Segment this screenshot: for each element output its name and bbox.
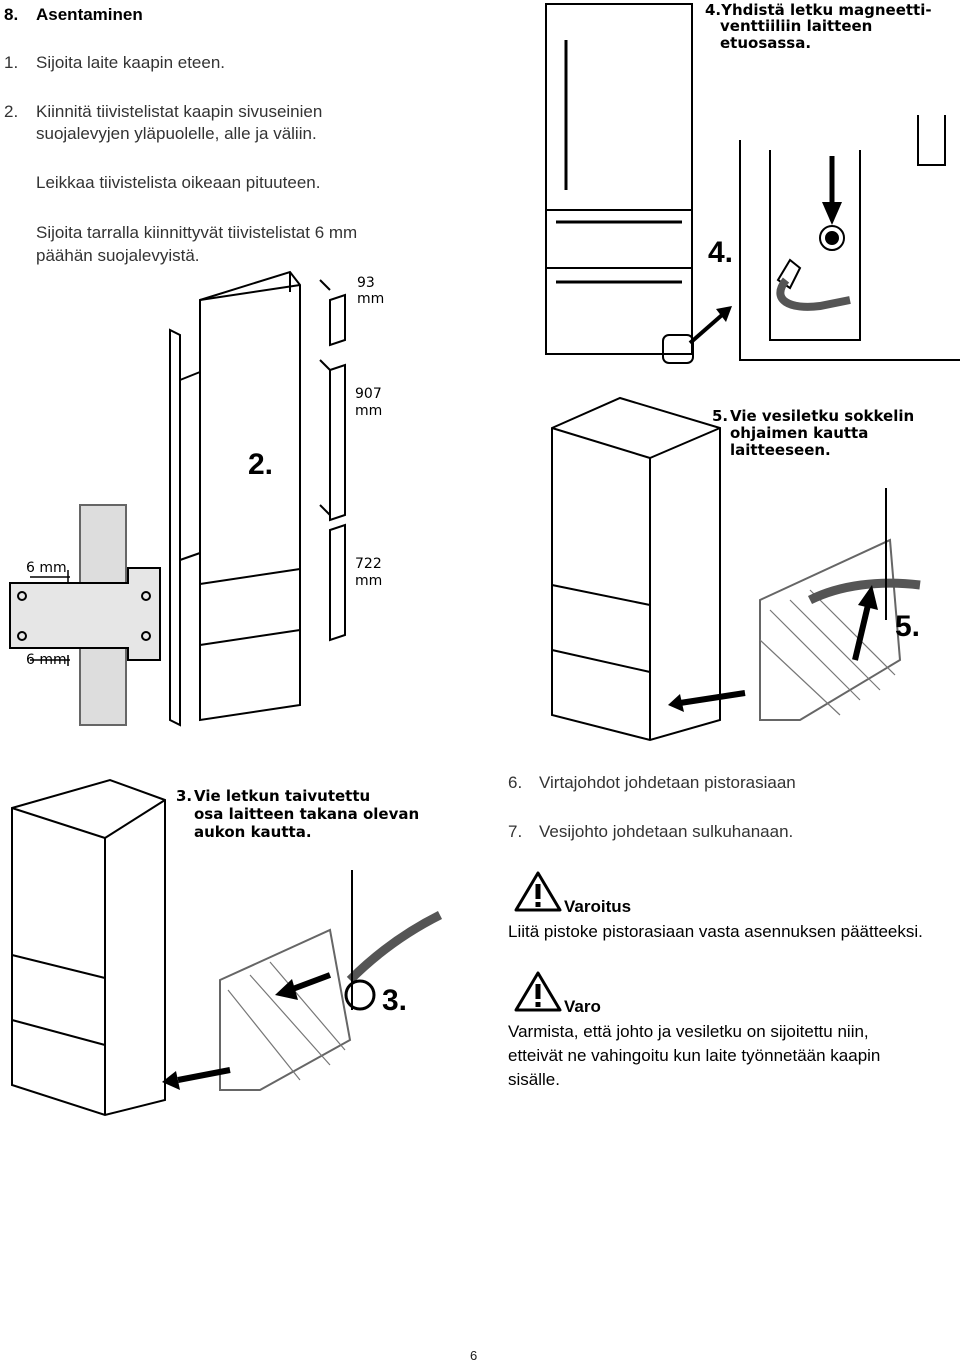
step-7-number: 7. xyxy=(508,822,523,841)
figure-step-5-caption-line2: ohjaimen kautta laitteeseen. xyxy=(730,424,869,459)
dim-722-unit: mm xyxy=(355,573,383,589)
caution-line1: Varmista, että johto ja vesiletku on sij… xyxy=(508,1022,869,1041)
step-7-text: Vesijohto johdetaan sulkuhanaan. xyxy=(539,822,794,841)
warning-text: Liitä pistoke pistorasiaan vasta asennuk… xyxy=(508,922,923,941)
step-2-text-line1: Kiinnitä tiivistelistat kaapin sivuseini… xyxy=(36,102,323,121)
dim-907-value: 907 xyxy=(355,386,382,402)
step-6-text: Virtajohdot johdetaan pistorasiaan xyxy=(539,773,796,792)
step-1-number: 1. xyxy=(4,53,19,72)
step-6-number: 6. xyxy=(508,773,523,792)
step-2-text-line2: suojalevyjen yläpuolelle, alle ja väliin… xyxy=(36,124,317,143)
dim-6mm-bottom: 6 mm xyxy=(26,652,67,668)
dim-6mm-top: 6 mm xyxy=(26,560,67,576)
dim-907-unit: mm xyxy=(355,403,383,419)
figure-step-5-caption-number: 5. xyxy=(712,407,729,425)
figure-step-4-caption-line1: 4.Yhdistä letku magneetti- xyxy=(705,1,932,19)
step-2-number: 2. xyxy=(4,102,19,121)
section-title: Asentaminen xyxy=(36,5,143,24)
dim-93-value: 93 xyxy=(357,275,375,291)
dim-93-unit: mm xyxy=(357,291,385,307)
caution-title: Varo xyxy=(564,997,601,1016)
step-2-note-line2: päähän suojalevyistä. xyxy=(36,246,200,265)
dim-722-value: 722 xyxy=(355,556,382,572)
warning-title: Varoitus xyxy=(564,897,632,916)
figure-step-3-caption-number: 3. xyxy=(176,787,193,805)
figure-step-2-label: 2. xyxy=(248,448,274,481)
figure-step-3-caption-line3: aukon kautta. xyxy=(194,823,312,841)
warning-triangle-icon xyxy=(514,871,562,912)
figure-step-5-caption-line1: Vie vesiletku sokkelin xyxy=(730,407,915,425)
figure-step-3-caption-line2: osa laitteen takana olevan xyxy=(194,805,420,823)
step-1-text: Sijoita laite kaapin eteen. xyxy=(36,53,226,72)
figure-step-3-caption-line1: Vie letkun taivutettu xyxy=(194,787,371,805)
figure-step-4-caption-line2: venttiiliin laitteen etuosassa. xyxy=(720,17,873,52)
figure-step-5-label: 5. xyxy=(895,610,921,643)
caution-triangle-icon xyxy=(514,971,562,1012)
step-2-note-line1: Sijoita tarralla kiinnittyvät tiivisteli… xyxy=(36,223,358,242)
figure-step-4-label: 4. xyxy=(708,236,734,269)
section-number: 8. xyxy=(4,5,19,24)
caution-line2: etteivät ne vahingoitu kun laite työnnet… xyxy=(508,1046,881,1065)
step-2-note-cut: Leikkaa tiivistelista oikeaan pituuteen. xyxy=(36,173,321,192)
page-number: 6 xyxy=(470,1348,478,1363)
caution-line3: sisälle. xyxy=(508,1070,560,1089)
figure-step-3-label: 3. xyxy=(382,984,408,1017)
